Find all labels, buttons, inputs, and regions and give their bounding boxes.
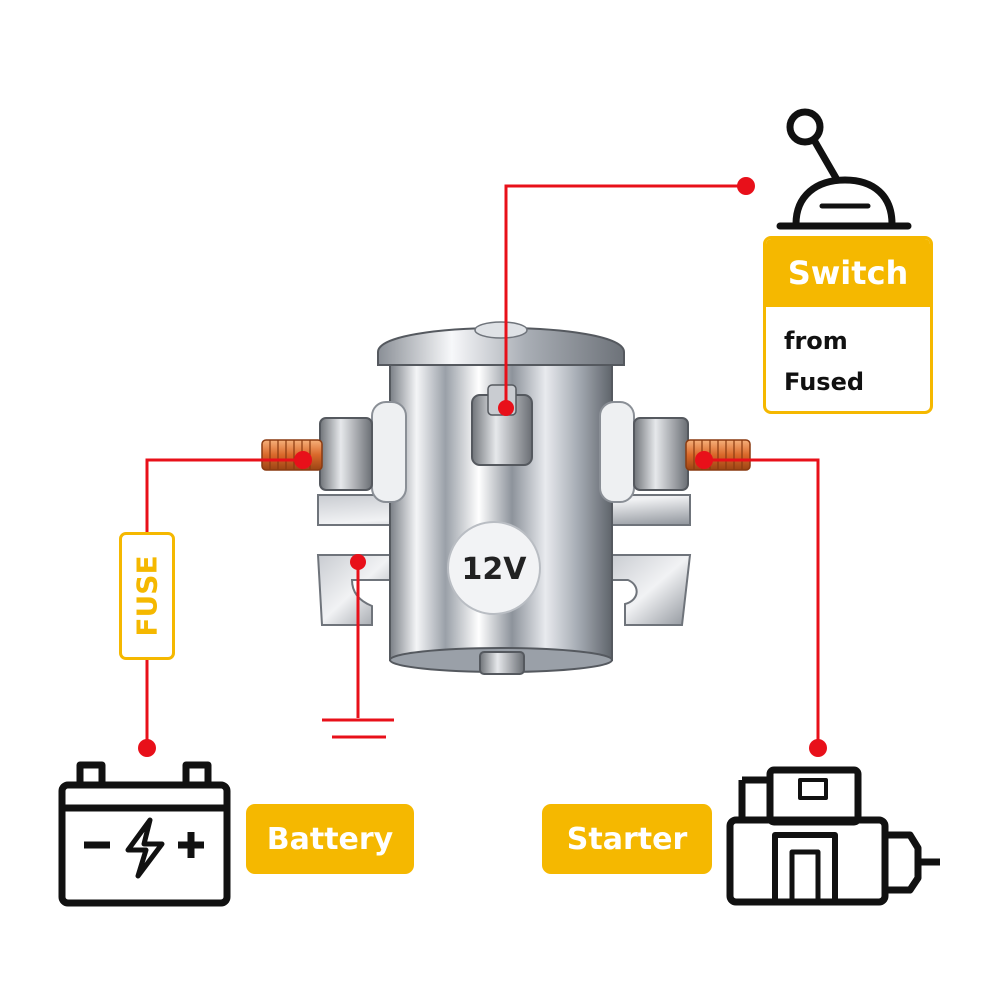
wires [145, 184, 820, 748]
switch-description: from Fused Source [784, 327, 877, 411]
solenoid-tab [479, 651, 525, 675]
connection-dot [498, 400, 514, 416]
nut-left [319, 417, 373, 491]
switch-label-box: Switch from Fused Source [763, 236, 933, 414]
wire-battery [145, 458, 303, 532]
ground-symbol-icon [322, 718, 394, 739]
mounting-bracket [609, 554, 692, 626]
solenoid-cap [377, 327, 625, 366]
starter-label-tag: Starter [542, 804, 712, 874]
battery-label-tag: Battery [246, 804, 414, 874]
connection-dot [695, 451, 713, 469]
solenoid-cap [474, 321, 528, 339]
insulator-left [371, 401, 407, 503]
nut-right [633, 417, 689, 491]
connection-dot [350, 554, 366, 570]
wire-dots [138, 177, 827, 757]
insulator-right [599, 401, 635, 503]
starter-label: Starter [566, 821, 688, 857]
wire-switch [504, 184, 746, 408]
fuse-label: FUSE [130, 555, 164, 637]
battery-label: Battery [266, 821, 394, 857]
copper-stud-left [261, 439, 323, 471]
connection-dot [138, 739, 156, 757]
solenoid [261, 321, 751, 675]
voltage-sticker [447, 521, 541, 615]
lever-switch-icon [776, 108, 912, 230]
connection-dot [809, 739, 827, 757]
connection-dot [294, 451, 312, 469]
connection-dot [737, 177, 755, 195]
switch-label: Switch [766, 239, 930, 307]
wire-starter [704, 458, 820, 748]
starter-motor-icon [726, 766, 940, 906]
voltage-label: 12V [461, 552, 527, 587]
fuse-box: FUSE [119, 532, 175, 660]
battery-icon [58, 761, 231, 907]
